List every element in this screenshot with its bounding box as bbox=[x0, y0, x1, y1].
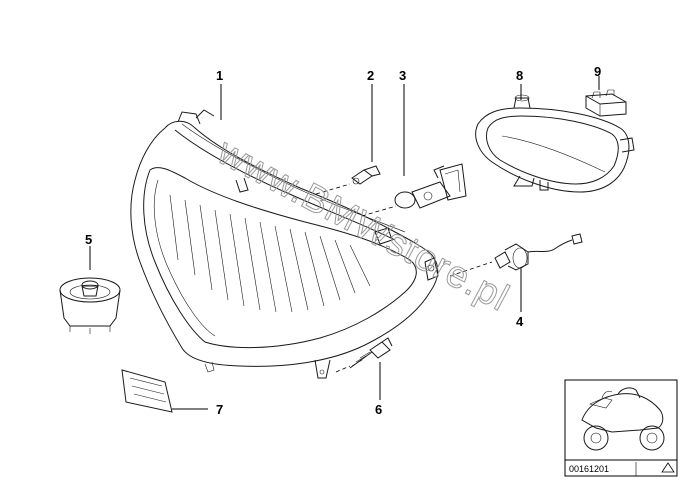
screw[interactable] bbox=[349, 337, 393, 369]
callout-4: 4 bbox=[516, 314, 524, 329]
reference-thumbnail: 00161201 bbox=[564, 379, 678, 477]
callout-1: 1 bbox=[216, 68, 223, 83]
callout-5: 5 bbox=[85, 232, 92, 247]
parking-bulb[interactable] bbox=[351, 165, 381, 185]
callouts: 1 2 3 4 5 6 7 8 9 bbox=[85, 64, 601, 417]
callout-2: 2 bbox=[367, 68, 374, 83]
watermark-text: www.BMWstore.pl bbox=[210, 130, 516, 319]
warning-triangle-icon bbox=[661, 462, 675, 473]
bulb-holder[interactable] bbox=[59, 277, 121, 334]
bulb-with-wire[interactable] bbox=[494, 233, 583, 271]
leader-lines bbox=[89, 76, 600, 410]
callout-7: 7 bbox=[216, 402, 223, 417]
reference-number: 00161201 bbox=[569, 464, 609, 474]
headlight-assembly[interactable] bbox=[130, 109, 439, 379]
label-plate[interactable] bbox=[121, 369, 173, 413]
lens-ribs bbox=[169, 194, 371, 313]
headlight-bulb[interactable] bbox=[394, 163, 467, 209]
callout-6: 6 bbox=[375, 402, 382, 417]
reflector-ring[interactable] bbox=[475, 94, 635, 193]
motorcycle-icon bbox=[581, 387, 665, 451]
connector[interactable] bbox=[585, 89, 627, 117]
callout-8: 8 bbox=[516, 68, 523, 83]
callout-3: 3 bbox=[399, 68, 406, 83]
callout-9: 9 bbox=[594, 64, 601, 79]
